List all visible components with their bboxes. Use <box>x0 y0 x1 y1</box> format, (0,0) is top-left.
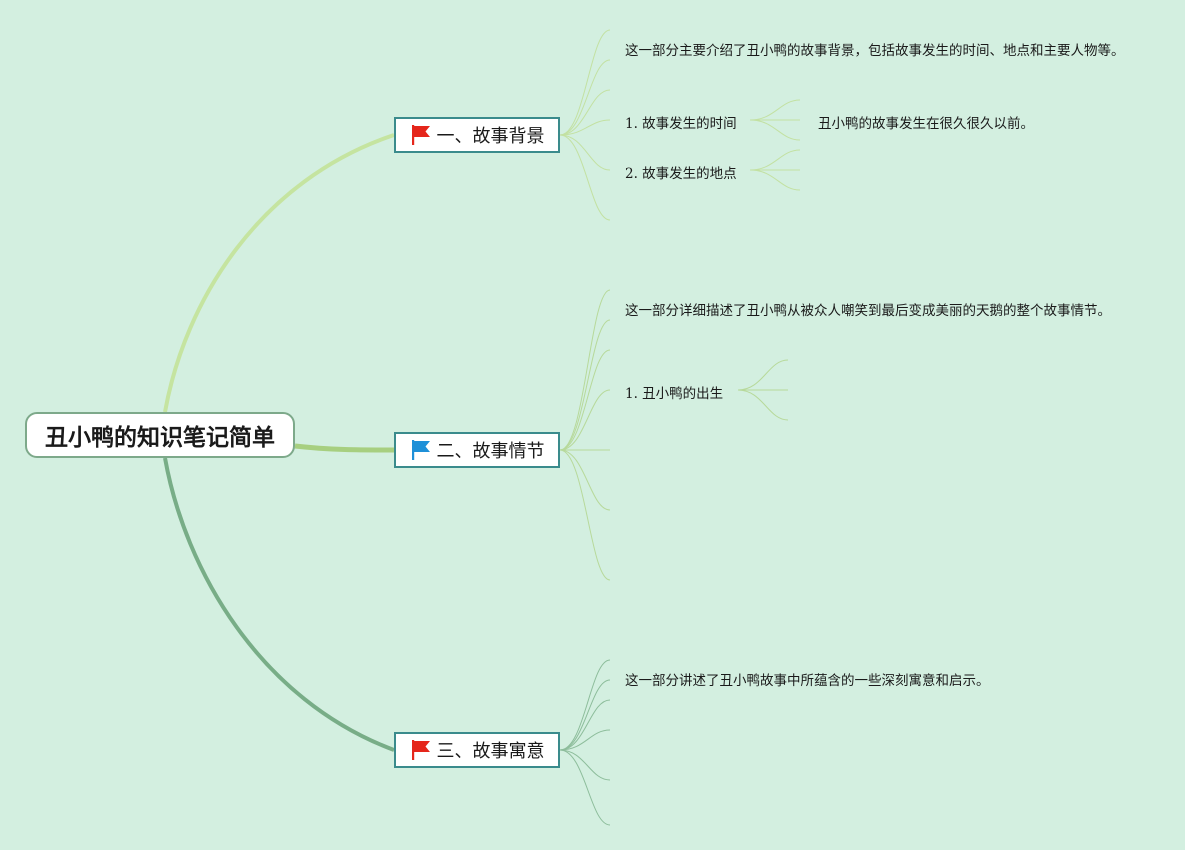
topic-story-moral[interactable]: 三、故事寓意 <box>394 732 560 768</box>
topic-summary: 这一部分详细描述了丑小鸭从被众人嘲笑到最后变成美丽的天鹅的整个故事情节。 <box>625 303 1111 319</box>
topic-label: 二、故事情节 <box>436 441 545 462</box>
blue-flag-icon <box>410 439 432 461</box>
topic-story-plot[interactable]: 二、故事情节 <box>394 432 560 468</box>
red-flag-icon <box>410 739 432 761</box>
subtopic-place[interactable]: 2. 故事发生的地点 <box>625 166 737 182</box>
topic-summary: 这一部分讲述了丑小鸭故事中所蕴含的一些深刻寓意和启示。 <box>625 673 990 689</box>
topic-label: 三、故事寓意 <box>436 741 545 762</box>
branch-line-1 <box>163 133 395 413</box>
subtopic-time[interactable]: 1. 故事发生的时间 <box>625 116 737 132</box>
topic-summary: 这一部分主要介绍了丑小鸭的故事背景，包括故事发生的时间、地点和主要人物等。 <box>625 43 1125 59</box>
branch-line-2 <box>294 443 395 453</box>
root-topic[interactable]: 丑小鸭的知识笔记简单 <box>25 412 295 458</box>
topic-label: 一、故事背景 <box>436 126 545 147</box>
red-flag-icon <box>410 124 432 146</box>
branch-line-3 <box>163 457 395 752</box>
subtopic-detail-time: 丑小鸭的故事发生在很久很久以前。 <box>818 116 1034 132</box>
subtopic-birth[interactable]: 1. 丑小鸭的出生 <box>625 386 724 402</box>
topic-story-background[interactable]: 一、故事背景 <box>394 117 560 153</box>
root-topic-label: 丑小鸭的知识笔记简单 <box>45 425 275 451</box>
